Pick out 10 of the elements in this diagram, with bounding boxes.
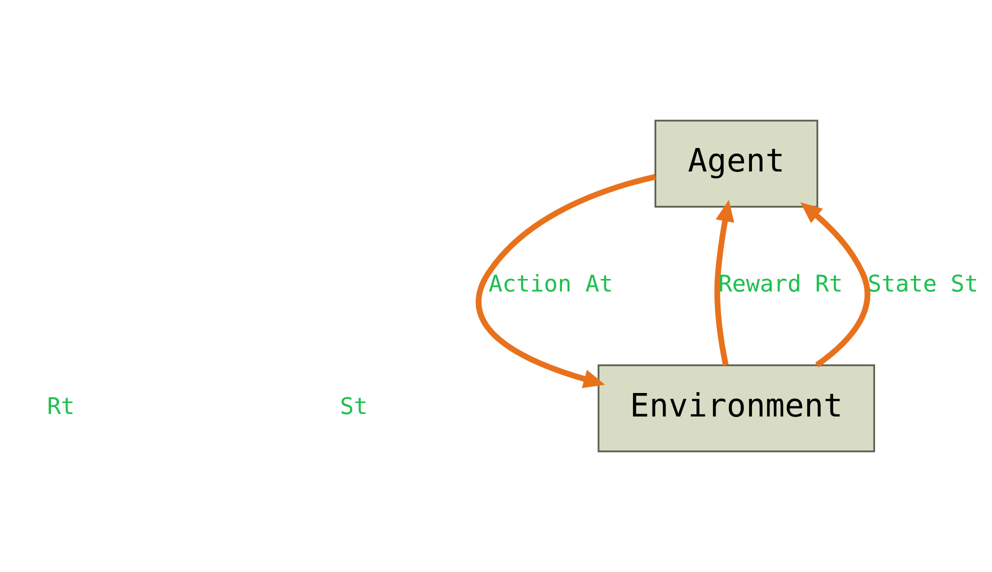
node-box: Environment [598, 364, 876, 452]
edge-label: State St [868, 272, 978, 298]
arrow [800, 202, 870, 368]
label: Rt [47, 394, 75, 420]
edge-label: Action At [488, 272, 614, 298]
arrow [714, 200, 734, 366]
edge-label: Reward Rt [718, 272, 843, 298]
node-box: Agent [654, 120, 818, 208]
label: St [340, 394, 368, 420]
arrow [476, 174, 656, 388]
